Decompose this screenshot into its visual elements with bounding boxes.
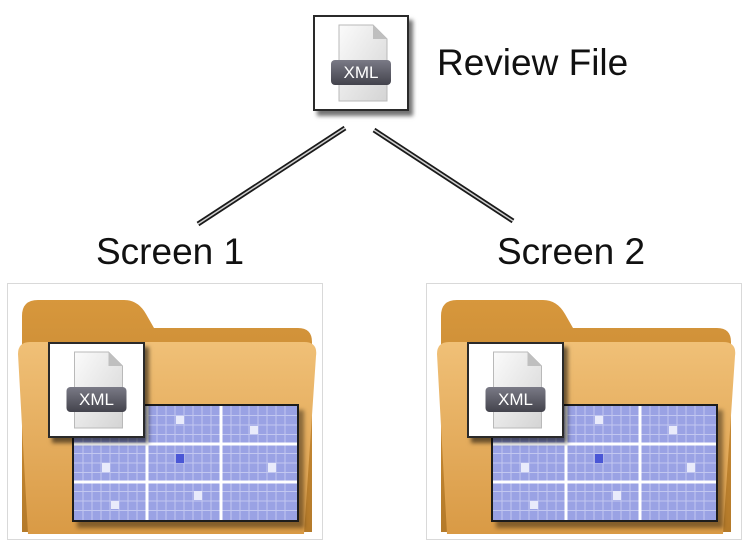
xml-badge-text: XML	[344, 63, 379, 82]
xml-badge-text: XML	[498, 390, 533, 409]
plate-grid-icon	[491, 404, 718, 522]
review-file-node: XML	[313, 15, 409, 111]
review-file-label: Review File	[437, 42, 629, 83]
screen-2-xml-card: XML	[467, 342, 564, 438]
screen-1-label: Screen 1	[96, 231, 245, 272]
xml-badge-text: XML	[79, 390, 114, 409]
xml-document-icon: XML	[331, 24, 391, 102]
screen-2-label: Screen 2	[497, 231, 646, 272]
xml-document-icon: XML	[485, 351, 546, 429]
screen-2-folder-panel: XML	[426, 283, 742, 540]
xml-document-icon: XML	[66, 351, 127, 429]
screen-1-xml-card: XML	[48, 342, 145, 438]
screen-1-folder-panel: XML	[7, 283, 323, 540]
connector-to-screen-1-inner	[197, 127, 346, 225]
connector-to-screen-2-inner	[373, 129, 514, 222]
